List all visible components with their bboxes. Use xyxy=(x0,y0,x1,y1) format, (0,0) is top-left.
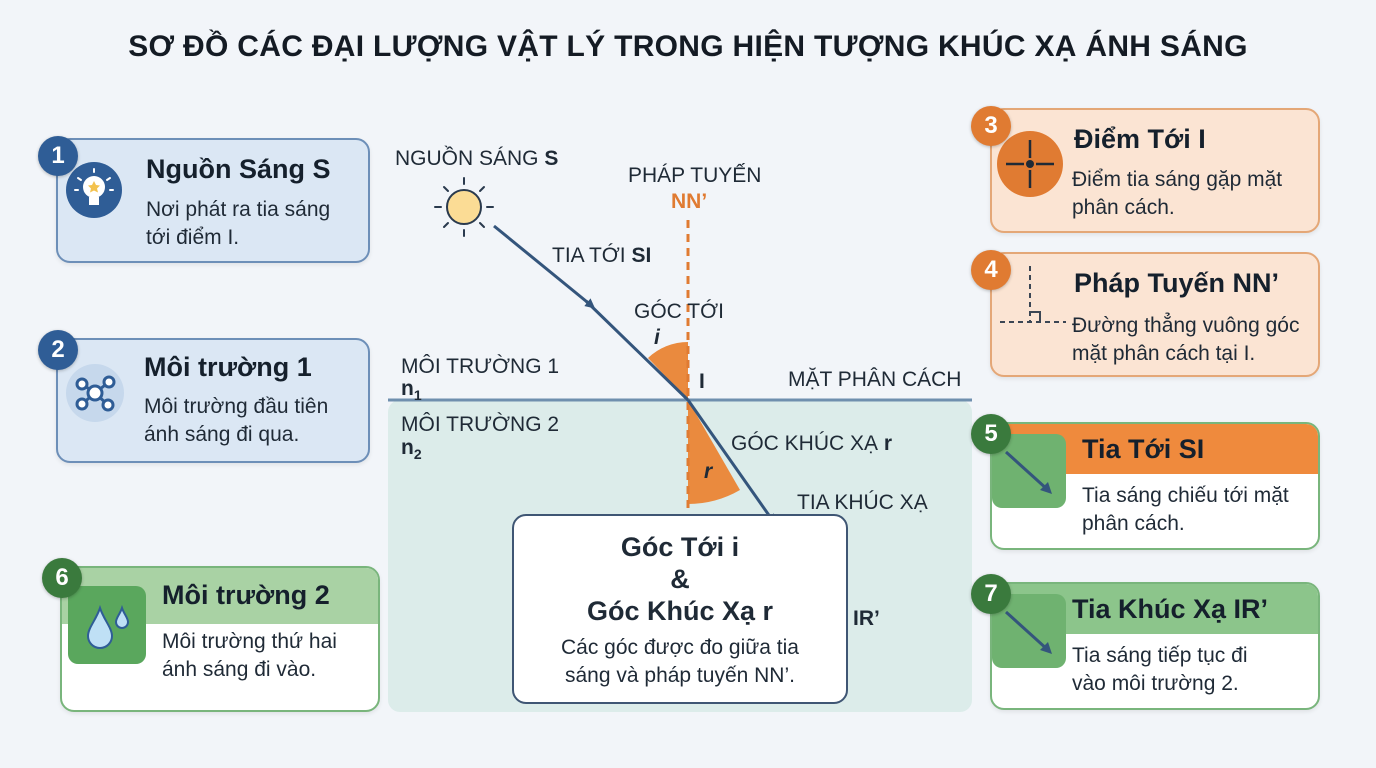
incidence-angle-sector xyxy=(648,342,688,400)
n1-label: n1 xyxy=(401,377,422,404)
badge-4: 4 xyxy=(971,250,1011,290)
card-6-title: Môi trường 2 xyxy=(162,580,330,610)
card-2-desc-1: Môi trường đầu tiên xyxy=(144,395,329,418)
badge-1: 1 xyxy=(38,136,78,176)
medium-2-label: MÔI TRƯỜNG 2 xyxy=(401,413,560,436)
angles-summary-box: Góc Tới i & Góc Khúc Xạ r Các góc được đ… xyxy=(512,514,848,704)
card-incident-ray: Tia Tới SI Tia sáng chiếu tới mặt phân c… xyxy=(990,422,1320,550)
summary-line-2: & xyxy=(670,564,690,594)
interface-label: MẶT PHÂN CÁCH xyxy=(788,368,962,391)
card-7-desc-2: vào môi trường 2. xyxy=(1072,672,1239,695)
card-1-desc-1: Nơi phát ra tia sáng xyxy=(146,198,331,221)
card-2-title: Môi trường 1 xyxy=(144,352,312,382)
card-5-title: Tia Tới SI xyxy=(1082,434,1205,464)
card-normal-line: Pháp Tuyến NN’ Đường thẳng vuông góc mặt… xyxy=(990,252,1320,377)
card-7-title: Tia Khúc Xạ IR’ xyxy=(1072,594,1269,624)
n2-label: n2 xyxy=(401,436,422,463)
incident-ray-line xyxy=(493,224,596,309)
incidence-angle-symbol: i xyxy=(654,326,660,349)
sun-icon xyxy=(434,177,494,237)
card-incidence-point: Điểm Tới I Điểm tia sáng gặp mặt phân cá… xyxy=(990,108,1320,233)
refracted-ray-label: TIA KHÚC XẠ xyxy=(797,491,928,514)
arrow-icon xyxy=(992,434,1066,513)
arrow-icon xyxy=(992,594,1066,673)
card-3-desc-1: Điểm tia sáng gặp mặt xyxy=(1072,168,1283,191)
refracted-ray-end-label: IR’ xyxy=(853,607,880,630)
badge-6: 6 xyxy=(42,558,82,598)
card-5-desc-1: Tia sáng chiếu tới mặt xyxy=(1082,484,1289,507)
page-title: SƠ ĐỒ CÁC ĐẠI LƯỢNG VẬT LÝ TRONG HIỆN TƯ… xyxy=(128,30,1248,63)
refraction-angle-sector xyxy=(688,400,740,504)
card-7-desc-1: Tia sáng tiếp tục đi xyxy=(1072,644,1248,667)
card-refracted-ray: Tia Khúc Xạ IR’ Tia sáng tiếp tục đi vào… xyxy=(990,582,1320,710)
summary-line-1: Góc Tới i xyxy=(620,532,740,562)
summary-desc-1: Các góc được đo giữa tia xyxy=(560,636,799,659)
crosshair-icon xyxy=(996,130,1064,203)
molecule-icon xyxy=(64,362,126,429)
card-1-title: Nguồn Sáng S xyxy=(146,154,331,184)
source-label: NGUỒN SÁNG S xyxy=(395,147,559,170)
summary-desc-2: sáng và pháp tuyến NN’. xyxy=(565,664,795,687)
point-label: I xyxy=(699,370,705,393)
card-6-desc-1: Môi trường thứ hai xyxy=(162,630,337,653)
card-6-desc-2: ánh sáng đi vào. xyxy=(162,658,317,681)
refracted-ray-line xyxy=(686,399,776,525)
incidence-angle-label: GÓC TỚI xyxy=(634,300,724,323)
card-medium-1: Môi trường 1 Môi trường đầu tiên ánh sán… xyxy=(56,338,370,463)
badge-5: 5 xyxy=(971,414,1011,454)
badge-7: 7 xyxy=(971,574,1011,614)
card-4-title: Pháp Tuyến NN’ xyxy=(1074,268,1280,298)
lightbulb-icon xyxy=(64,160,124,225)
water-drops-icon xyxy=(68,586,146,669)
badge-3: 3 xyxy=(971,106,1011,146)
card-4-desc-1: Đường thẳng vuông góc xyxy=(1072,314,1300,337)
badge-2: 2 xyxy=(38,330,78,370)
card-3-title: Điểm Tới I xyxy=(1074,124,1206,154)
medium-1-label: MÔI TRƯỜNG 1 xyxy=(401,355,560,378)
card-4-desc-2: mặt phân cách tại I. xyxy=(1072,342,1256,365)
card-2-desc-2: ánh sáng đi qua. xyxy=(144,423,300,446)
card-medium-2: Môi trường 2 Môi trường thứ hai ánh sáng… xyxy=(60,566,380,712)
normal-label: PHÁP TUYẾN xyxy=(628,164,762,187)
card-1-desc-2: tới điểm I. xyxy=(146,226,240,249)
summary-line-3: Góc Khúc Xạ r xyxy=(586,596,774,626)
card-5-desc-2: phân cách. xyxy=(1082,512,1185,535)
card-3-desc-2: phân cách. xyxy=(1072,196,1175,219)
card-light-source: Nguồn Sáng S Nơi phát ra tia sáng tới đi… xyxy=(56,138,370,263)
refraction-angle-symbol: r xyxy=(704,460,713,483)
right-angle-icon xyxy=(998,264,1068,339)
incident-ray-line-2 xyxy=(584,299,690,402)
normal-name: NN’ xyxy=(671,190,708,213)
incident-ray-label: TIA TỚI SI xyxy=(552,244,652,267)
refraction-angle-label: GÓC KHÚC XẠ r xyxy=(731,432,893,455)
